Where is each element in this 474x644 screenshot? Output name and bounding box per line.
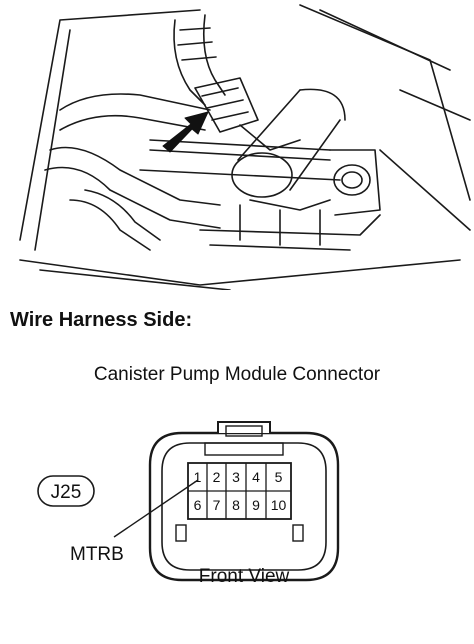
pin-number-5: 5 <box>275 469 283 485</box>
section-heading: Wire Harness Side: <box>10 309 193 331</box>
pin-number-3: 3 <box>232 469 240 485</box>
pin-callout-leader <box>113 479 199 538</box>
connector-code-badge <box>37 475 95 507</box>
connector-housing <box>148 431 340 582</box>
pin-number-7: 7 <box>213 497 221 513</box>
view-caption: Front View <box>199 566 290 587</box>
connector-code: J25 <box>51 482 82 503</box>
pin-number-2: 2 <box>213 469 221 485</box>
pin-callout-label: MTRB <box>70 544 124 565</box>
connector-latch <box>217 421 271 433</box>
pin-number-10: 10 <box>271 497 287 513</box>
connector-caption: Canister Pump Module Connector <box>93 364 381 385</box>
pointer-arrow-icon <box>162 111 209 153</box>
engine-bay-illustration <box>19 4 471 290</box>
pin-number-4: 4 <box>252 469 260 485</box>
pin-number-1: 1 <box>194 469 202 485</box>
pin-number-8: 8 <box>232 497 240 513</box>
pin-number-6: 6 <box>194 497 202 513</box>
pin-number-9: 9 <box>252 497 260 513</box>
